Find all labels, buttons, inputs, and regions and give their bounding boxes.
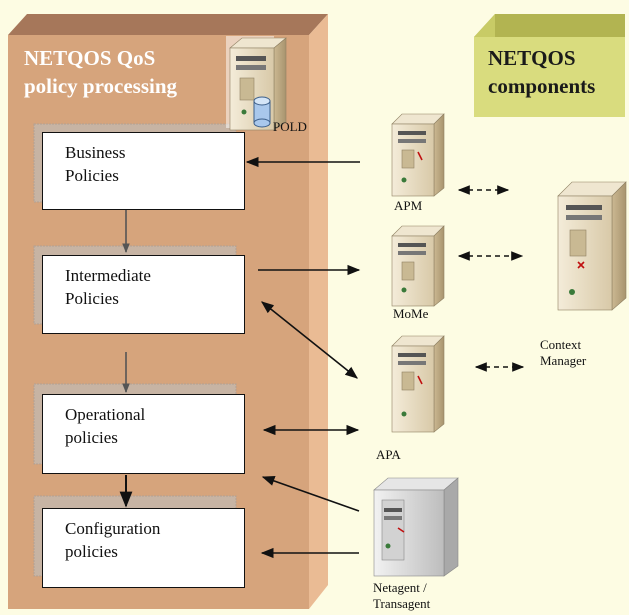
apm-label: APM: [394, 198, 423, 213]
intermediate-policies-line1: Intermediate: [65, 266, 151, 285]
configuration-policies-line2: policies: [65, 542, 118, 561]
components-title-line1: NETQOS: [488, 46, 576, 70]
netagent-label-line2: Transagent: [373, 596, 431, 611]
operational-policies-box: Operational policies: [42, 394, 245, 474]
arrow-intermediate-apa: [261, 301, 358, 379]
server-icon: [557, 181, 627, 311]
business-policies-box: Business Policies: [42, 132, 245, 210]
components-header-front: [474, 37, 625, 117]
components-title-line2: components: [488, 74, 596, 98]
intermediate-policies-box: Intermediate Policies: [42, 255, 245, 334]
server-icon: [391, 113, 445, 197]
server-icon: [226, 36, 287, 131]
components-title: NETQOS components: [488, 44, 620, 100]
configuration-policies-box: Configuration policies: [42, 508, 245, 588]
server-icon: [373, 477, 459, 577]
policy-processing-title: NETQOS QoS policy processing: [24, 44, 177, 100]
mome-label: MoMe: [393, 306, 429, 321]
database-icon: [253, 96, 271, 128]
context-manager-label-line1: Context: [540, 337, 582, 352]
components-header-top: [474, 14, 625, 37]
policy-processing-title-line1: NETQOS QoS: [24, 46, 156, 70]
pold-label: POLD: [273, 119, 307, 134]
policy-panel-top: [8, 14, 328, 35]
netagent-label-line1: Netagent /: [373, 580, 427, 595]
apa-label: APA: [376, 447, 401, 462]
operational-policies-line2: policies: [65, 428, 118, 447]
operational-policies-line1: Operational: [65, 405, 146, 424]
context-manager-label: Context Manager: [540, 337, 586, 369]
policy-processing-title-line2: policy processing: [24, 74, 178, 98]
policy-panel-side: [309, 14, 328, 609]
netagent-label: Netagent / Transagent: [373, 580, 430, 612]
business-policies-line1: Business: [65, 143, 126, 162]
configuration-policies-line1: Configuration: [65, 519, 161, 538]
server-icon: [391, 225, 445, 307]
server-icon: [391, 335, 445, 433]
business-policies-line2: Policies: [65, 166, 119, 185]
arrow-netagent-to-operational: [261, 476, 360, 512]
context-manager-label-line2: Manager: [540, 353, 587, 368]
intermediate-policies-line2: Policies: [65, 289, 119, 308]
